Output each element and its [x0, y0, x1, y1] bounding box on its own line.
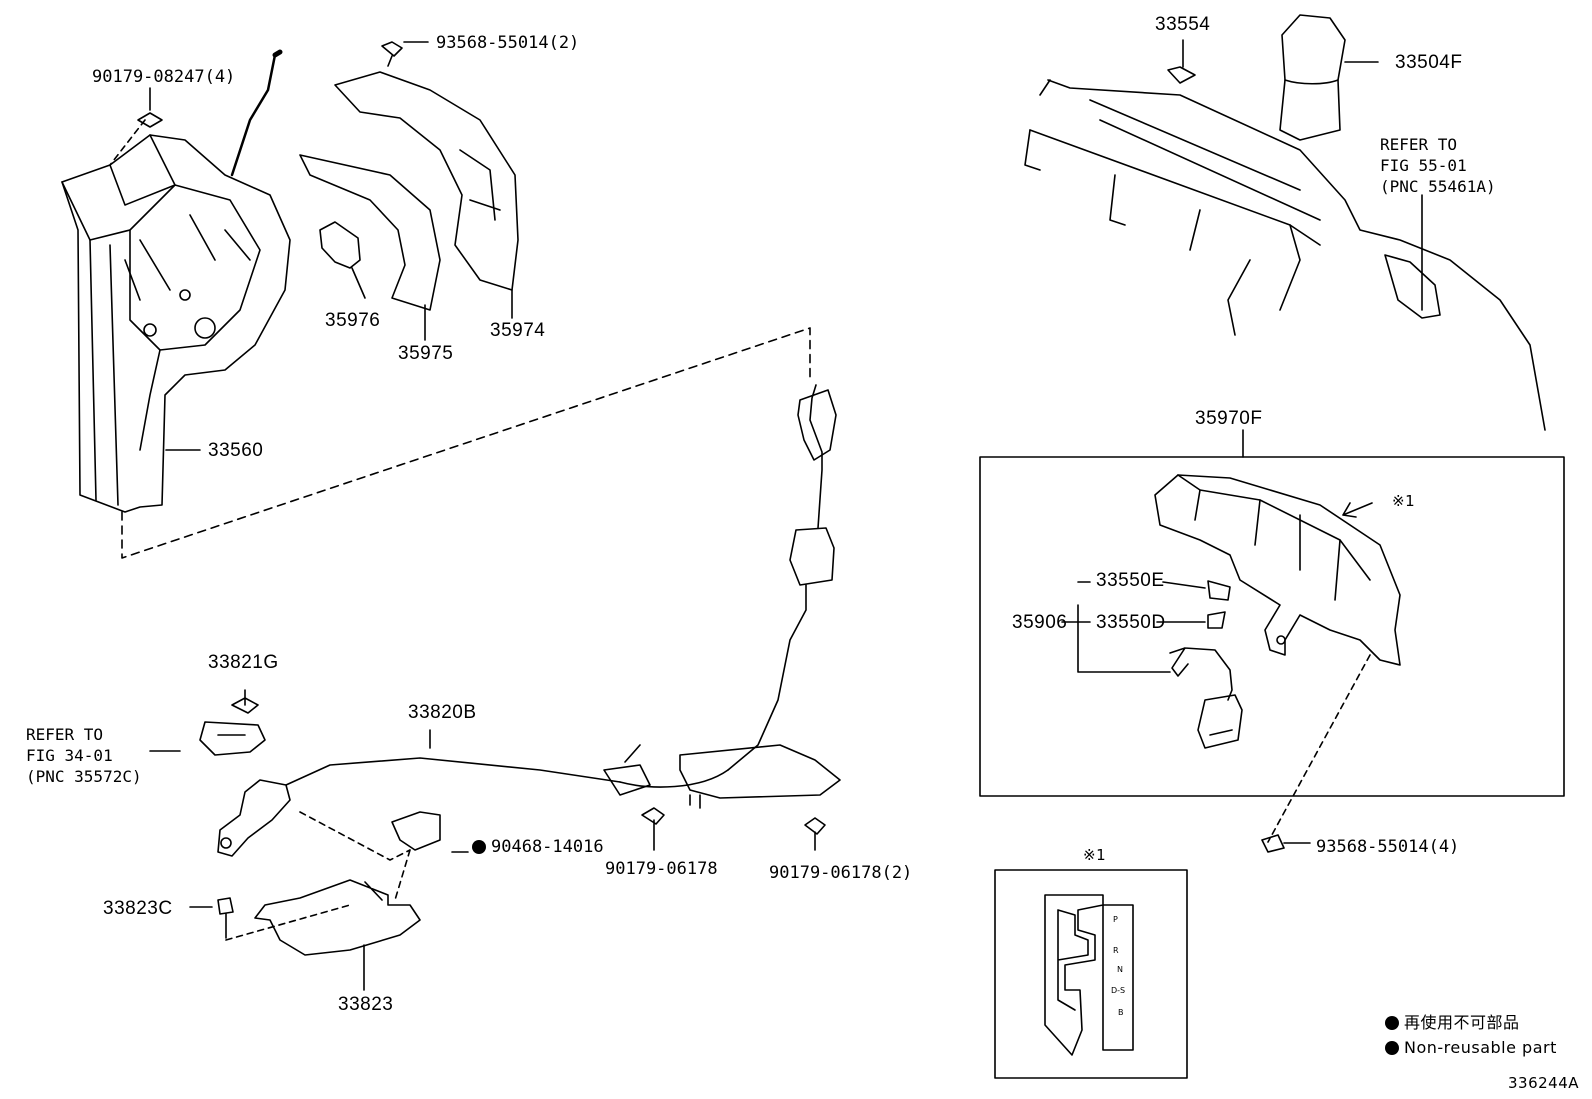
bolt-33823c-drawing — [189, 897, 234, 939]
shift-cable-drawing — [217, 384, 841, 857]
indicator-housing-drawing — [1154, 474, 1401, 666]
part-label-33550d[interactable]: 33550D — [1096, 612, 1166, 633]
part-label-35975[interactable]: 35975 — [398, 343, 454, 364]
bracket-leader-dashed — [299, 811, 411, 901]
nut-90179-08247-drawing — [137, 112, 163, 128]
shift-lever-housing-drawing — [61, 49, 291, 513]
nut-90179-06178-drawing — [641, 807, 665, 851]
part-label-90468-14016[interactable]: 90468-14016 — [472, 836, 604, 858]
gate-slot — [1057, 909, 1089, 1011]
refer-left-line2: FIG 34-01 — [26, 746, 113, 765]
part-label-33560[interactable]: 33560 — [208, 440, 264, 461]
part-label-33823c[interactable]: 33823C — [103, 898, 173, 919]
gate-outline — [1044, 894, 1104, 1056]
gate-position-p: P — [1113, 915, 1118, 924]
part-label-90179-06178-2[interactable]: 90179-06178(2) — [769, 863, 913, 883]
part-label-33820b[interactable]: 33820B — [408, 702, 477, 723]
bracket-33823-drawing — [254, 879, 421, 956]
screw-93568-bottom-drawing — [1261, 834, 1311, 853]
refer-top-line3: (PNC 55461A) — [1380, 177, 1496, 196]
leader-90179-08247 — [109, 119, 146, 166]
part-label-93568-55014-top[interactable]: 93568-55014(2) — [436, 33, 580, 53]
part-label-90179-08247[interactable]: 90179-08247(4) — [92, 67, 236, 87]
legend-en: Non-reusable part — [1385, 1037, 1557, 1059]
legend-en-text: Non-reusable part — [1404, 1038, 1557, 1057]
gate-position-r: R — [1113, 946, 1119, 955]
refer-top-line1: REFER TO — [1380, 135, 1458, 154]
bulb-33550e-drawing — [1207, 580, 1231, 601]
gate-label-strip — [1102, 904, 1134, 1051]
part-label-33554[interactable]: 33554 — [1155, 14, 1211, 35]
part-label-90179-06178[interactable]: 90179-06178 — [605, 859, 718, 879]
screw-leader-dashed — [1267, 654, 1371, 843]
panel-35974-detail — [459, 149, 501, 221]
legend-jp-text: 再使用不可部品 — [1404, 1013, 1520, 1032]
sub-assembly-box-35970f — [979, 456, 1565, 797]
bolt-leader-dashed — [225, 904, 351, 941]
socket-wire-drawing — [1169, 647, 1233, 701]
gate-position-ds: D-S — [1111, 986, 1126, 995]
legend-dot-icon — [1385, 1016, 1399, 1030]
nut-90179-06178-2-drawing — [804, 817, 826, 851]
nut-33821g-drawing — [231, 689, 259, 714]
shift-gate-box — [994, 869, 1188, 1079]
leader-35976 — [351, 267, 366, 299]
note-mark-gate: ※1 — [1083, 846, 1107, 864]
part-label-33504f[interactable]: 33504F — [1395, 52, 1463, 73]
connector-drawing — [1197, 694, 1243, 749]
bulb-33550d-drawing — [1207, 611, 1226, 629]
view-arrow — [1342, 502, 1373, 518]
gate-position-n: N — [1117, 965, 1123, 974]
plate-35976-drawing — [319, 221, 361, 269]
legend-jp: 再使用不可部品 — [1385, 1012, 1520, 1034]
bracket-33821-drawing — [199, 721, 266, 756]
gate-position-b: B — [1118, 1008, 1124, 1017]
console-panel-drawing — [1024, 14, 1546, 431]
refer-top-line2: FIG 55-01 — [1380, 156, 1467, 175]
part-label-90468-14016-text: 90468-14016 — [491, 837, 604, 857]
clip-90468-drawing — [391, 811, 441, 851]
legend-dot-icon — [1385, 1041, 1399, 1055]
part-label-33550e[interactable]: 33550E — [1096, 570, 1165, 591]
part-label-93568-55014-bottom[interactable]: 93568-55014(4) — [1316, 837, 1460, 857]
screw-93568-top-drawing — [381, 41, 403, 67]
part-label-35974[interactable]: 35974 — [490, 320, 546, 341]
figure-id: 336244A — [1508, 1074, 1580, 1092]
bracket-35906-leaders — [1061, 581, 1206, 673]
part-label-33823[interactable]: 33823 — [338, 994, 394, 1015]
note-mark-view: ※1 — [1392, 492, 1416, 510]
part-label-33821g[interactable]: 33821G — [208, 652, 279, 673]
assembly-link-dashed — [121, 327, 811, 559]
part-label-35970f[interactable]: 35970F — [1195, 408, 1263, 429]
plate-35975-drawing — [299, 154, 441, 311]
panel-35974-drawing — [334, 71, 519, 291]
part-label-35906[interactable]: 35906 — [1012, 612, 1068, 633]
refer-left-line1: REFER TO — [26, 725, 104, 744]
refer-left-line3: (PNC 35572C) — [26, 767, 142, 786]
part-label-35976[interactable]: 35976 — [325, 310, 381, 331]
non-reusable-dot-icon — [472, 840, 486, 854]
